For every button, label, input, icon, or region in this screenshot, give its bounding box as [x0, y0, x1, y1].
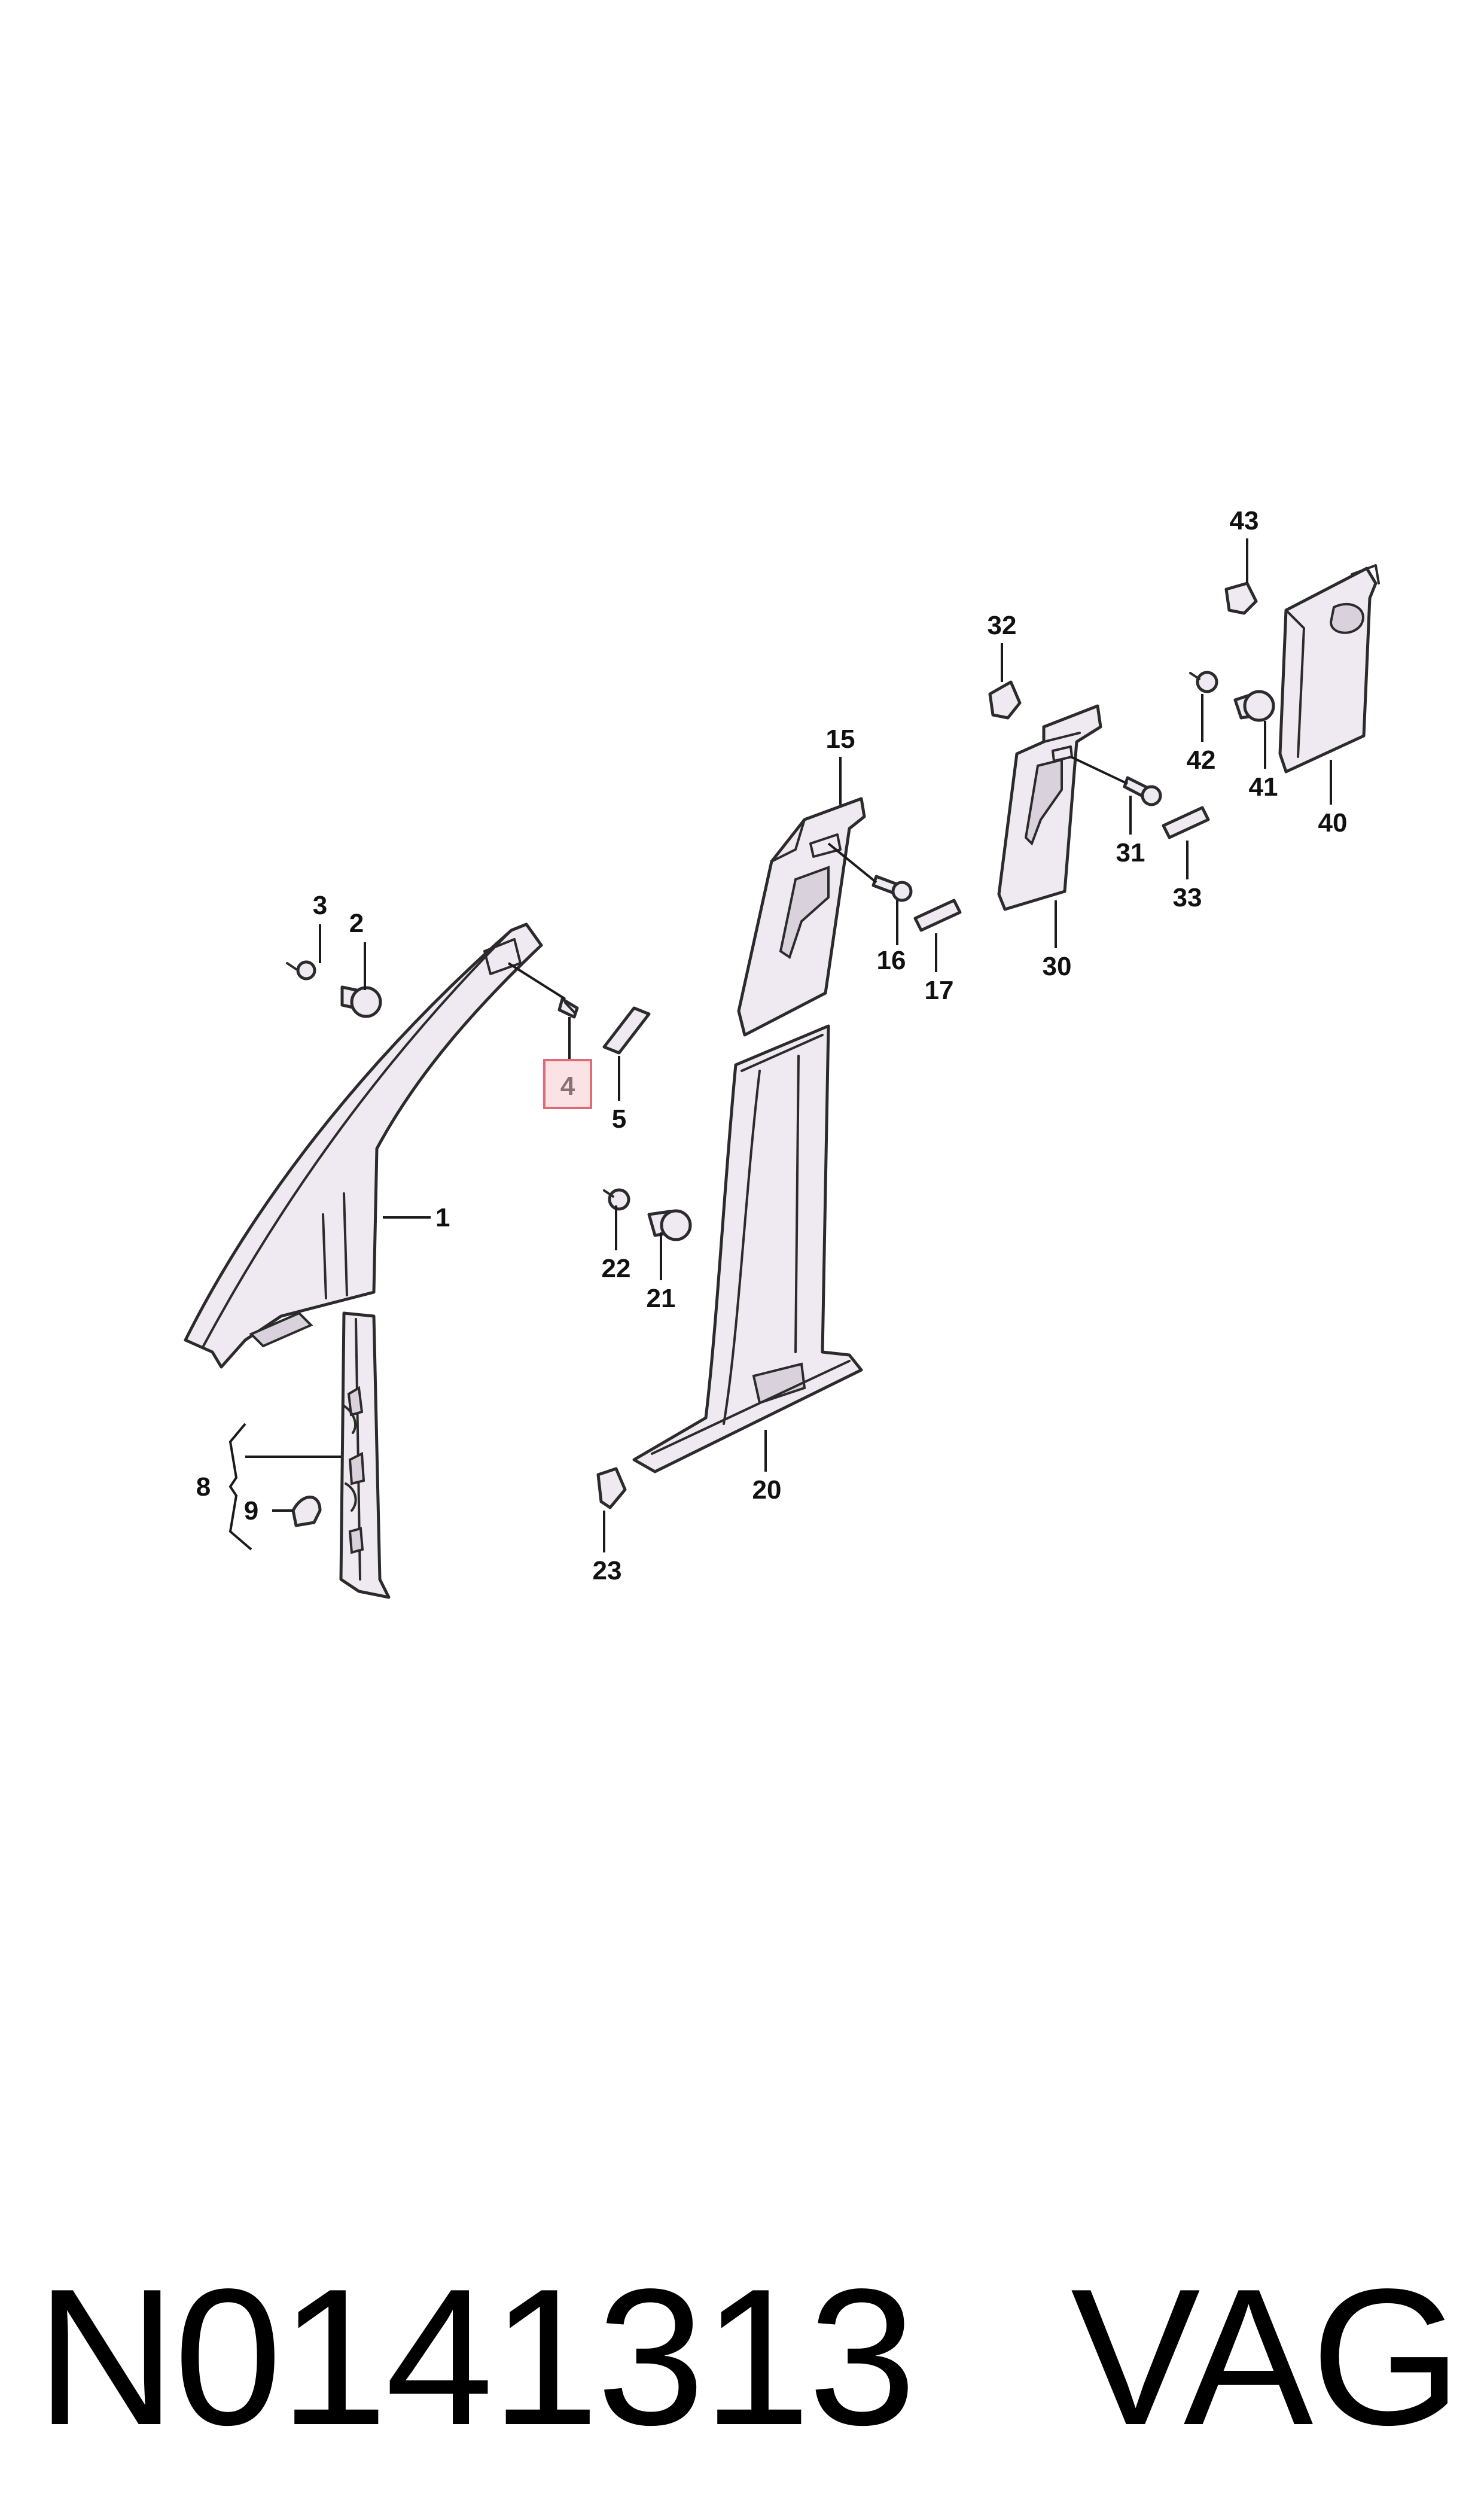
callout-42: 42 — [1187, 745, 1216, 775]
clip-32 — [988, 680, 1022, 720]
callout-3: 3 — [313, 891, 327, 920]
callout-5: 5 — [612, 1104, 626, 1134]
clip-5 — [602, 1006, 651, 1055]
part-number: N0141313 — [36, 2248, 916, 2465]
callout-15: 15 — [826, 724, 855, 754]
lower-b-pillar-trim — [632, 1024, 863, 1473]
brand-name: VAG — [1071, 2248, 1462, 2465]
callout-labels: 1 2 3 4 5 8 9 15 16 17 20 21 22 23 30 31… — [196, 506, 1348, 1585]
callout-41: 41 — [1249, 772, 1278, 802]
callout-9: 9 — [244, 1496, 258, 1526]
clip-9 — [291, 1496, 322, 1527]
callout-30: 30 — [1043, 952, 1072, 981]
a-pillar-trim — [184, 922, 543, 1369]
callout-40: 40 — [1318, 808, 1348, 838]
lower-a-pillar-trim — [339, 1311, 391, 1599]
leader-lines — [228, 538, 1332, 1552]
clip-33 — [1162, 806, 1210, 839]
callout-8: 8 — [196, 1472, 211, 1502]
clip-17 — [913, 899, 962, 932]
callout-2: 2 — [349, 909, 364, 938]
clip-43 — [1224, 581, 1258, 615]
fastener-2 — [340, 985, 382, 1018]
callout-4: 4 — [560, 1071, 575, 1101]
callout-21: 21 — [647, 1284, 676, 1313]
d-pillar-trim — [1278, 564, 1380, 774]
callout-22: 22 — [602, 1254, 631, 1283]
upper-b-pillar-trim — [737, 797, 866, 1037]
callout-32: 32 — [988, 611, 1017, 640]
fastener-41 — [1233, 690, 1275, 722]
fastener-3 — [286, 960, 316, 981]
screw-4 — [557, 997, 579, 1019]
callout-1: 1 — [435, 1203, 450, 1232]
fastener-42 — [1189, 671, 1218, 693]
fastener-21 — [647, 1209, 692, 1241]
callout-43: 43 — [1230, 506, 1259, 535]
callout-16: 16 — [877, 946, 906, 975]
c-pillar-trim — [997, 704, 1102, 911]
clip-23 — [596, 1467, 627, 1509]
callout-23: 23 — [593, 1556, 622, 1585]
callout-33: 33 — [1173, 883, 1202, 912]
highlighted-callout-box — [543, 1059, 592, 1109]
callout-31: 31 — [1116, 838, 1145, 867]
fastener-22 — [603, 1188, 630, 1211]
callout-20: 20 — [752, 1475, 782, 1505]
callout-17: 17 — [925, 976, 954, 1005]
screw-16 — [871, 875, 913, 902]
